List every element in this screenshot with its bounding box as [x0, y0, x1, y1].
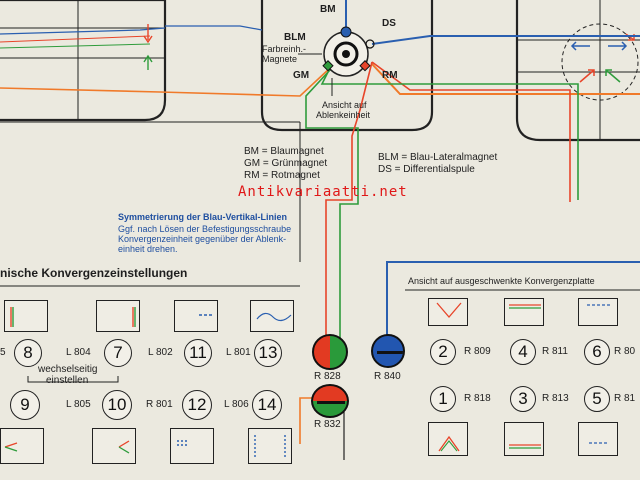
label-r80x: R 80 [614, 346, 636, 357]
control-knob-14[interactable]: 14 [252, 390, 282, 420]
control-knob-13[interactable]: 13 [254, 339, 282, 367]
pattern-box-1 [4, 300, 48, 332]
control-knob-11[interactable]: 11 [184, 339, 212, 367]
pattern-box-r2 [504, 298, 544, 326]
pattern-box-8 [248, 428, 292, 464]
watermark: Antikvariaatti.net [238, 184, 408, 200]
label-5: 5 [0, 347, 6, 358]
ds-pole [365, 39, 375, 49]
legend-bm: BM = Blaumagnet [244, 146, 324, 157]
label-r818: R 818 [464, 393, 491, 404]
note-line-2: Konvergenzeinheit gegenüber der Ablenk- [118, 234, 287, 244]
control-knob-10[interactable]: 10 [102, 390, 132, 420]
wechsel-label-2: einstellen [46, 375, 89, 386]
label-r813: R 813 [542, 393, 569, 404]
label-l804: L 804 [66, 347, 91, 358]
pattern-box-r5 [504, 422, 544, 456]
control-knob-2[interactable]: 2 [430, 339, 456, 365]
label-l801: L 801 [226, 347, 251, 358]
ds-blue-wire [371, 35, 640, 45]
right-screen-frame [515, 0, 640, 142]
blm-blue-wire [386, 261, 640, 340]
pattern-box-5 [0, 428, 44, 464]
pattern-box-r3 [578, 298, 618, 326]
wechsel-label-1: wechselseitig [38, 364, 98, 375]
view-label-2: Ablenkeinheit [316, 110, 371, 120]
gm-green-wire [305, 69, 359, 340]
left-green-line [0, 43, 151, 49]
label-l802: L 802 [148, 347, 173, 358]
left-screen-frame [0, 0, 167, 122]
right-title: Ansicht auf ausgeschwenkte Konvergenzpla… [408, 276, 595, 286]
control-knob-6[interactable]: 6 [584, 339, 610, 365]
control-knob-1[interactable]: 1 [430, 386, 456, 412]
pattern-box-r6 [578, 422, 618, 456]
left-red-line [0, 35, 151, 43]
right-convergence-circle [561, 23, 639, 101]
coil-r832-label: R 832 [314, 419, 341, 430]
control-knob-5[interactable]: 5 [584, 386, 610, 412]
label-r809: R 809 [464, 346, 491, 357]
view-label-1: Ansicht auf [322, 100, 367, 110]
gm-green-wire-right [320, 67, 579, 200]
gm-pole [322, 60, 334, 72]
control-knob-12[interactable]: 12 [182, 390, 212, 420]
pattern-box-r4 [428, 422, 468, 456]
label-r801: R 801 [146, 399, 173, 410]
note-title: Symmetrierung der Blau-Vertikal-Linien [118, 212, 288, 222]
legend-rm: RM = Rotmagnet [244, 170, 320, 181]
orange-wire-left [0, 67, 331, 97]
pattern-box-6 [92, 428, 136, 464]
magnet-label-1: Farbreinh.- [262, 44, 307, 54]
bm-label: BM [320, 4, 336, 15]
gm-label: GM [293, 70, 310, 81]
pattern-box-4 [250, 300, 294, 332]
bm-pole [340, 26, 352, 38]
coil-r832[interactable] [311, 384, 349, 418]
ds-label: DS [382, 18, 396, 29]
rm-pole [359, 60, 371, 72]
rm-orange-wire [371, 63, 640, 95]
legend-ds: DS = Differentialspule [378, 164, 475, 175]
coil-r840-label: R 840 [374, 371, 401, 382]
coil-r828-label: R 828 [314, 371, 341, 382]
coil-r828[interactable] [312, 334, 348, 370]
coil-r840[interactable] [371, 334, 405, 368]
label-r81x: R 81 [614, 393, 636, 404]
label-l806: L 806 [224, 399, 249, 410]
label-l805: L 805 [66, 399, 91, 410]
left-blue-line [0, 27, 166, 35]
pattern-box-3 [174, 300, 218, 332]
control-knob-3[interactable]: 3 [510, 386, 536, 412]
note-line-3: einheit drehen. [118, 244, 178, 254]
pattern-box-r1 [428, 298, 468, 326]
control-knob-4[interactable]: 4 [510, 339, 536, 365]
legend-gm: GM = Grünmagnet [244, 158, 328, 169]
label-r811: R 811 [542, 346, 568, 357]
control-knob-9[interactable]: 9 [10, 390, 40, 420]
control-knob-8[interactable]: 8 [14, 339, 42, 367]
control-knob-7[interactable]: 7 [104, 339, 132, 367]
magnet-label-2: Magnete [262, 54, 298, 64]
note-line-1: Ggf. nach Lösen der Befestigungsschraube [118, 224, 292, 234]
pattern-box-7 [170, 428, 214, 464]
rm-red-wire [371, 61, 571, 202]
rm-label: RM [382, 70, 398, 81]
pattern-box-2 [96, 300, 140, 332]
section-title: nische Konvergenzeinstellungen [0, 266, 188, 280]
center-frame [260, 0, 434, 132]
blm-label: BLM [284, 32, 306, 43]
legend-blm: BLM = Blau-Lateralmagnet [378, 152, 498, 163]
rm-red-wire-down [325, 61, 373, 340]
